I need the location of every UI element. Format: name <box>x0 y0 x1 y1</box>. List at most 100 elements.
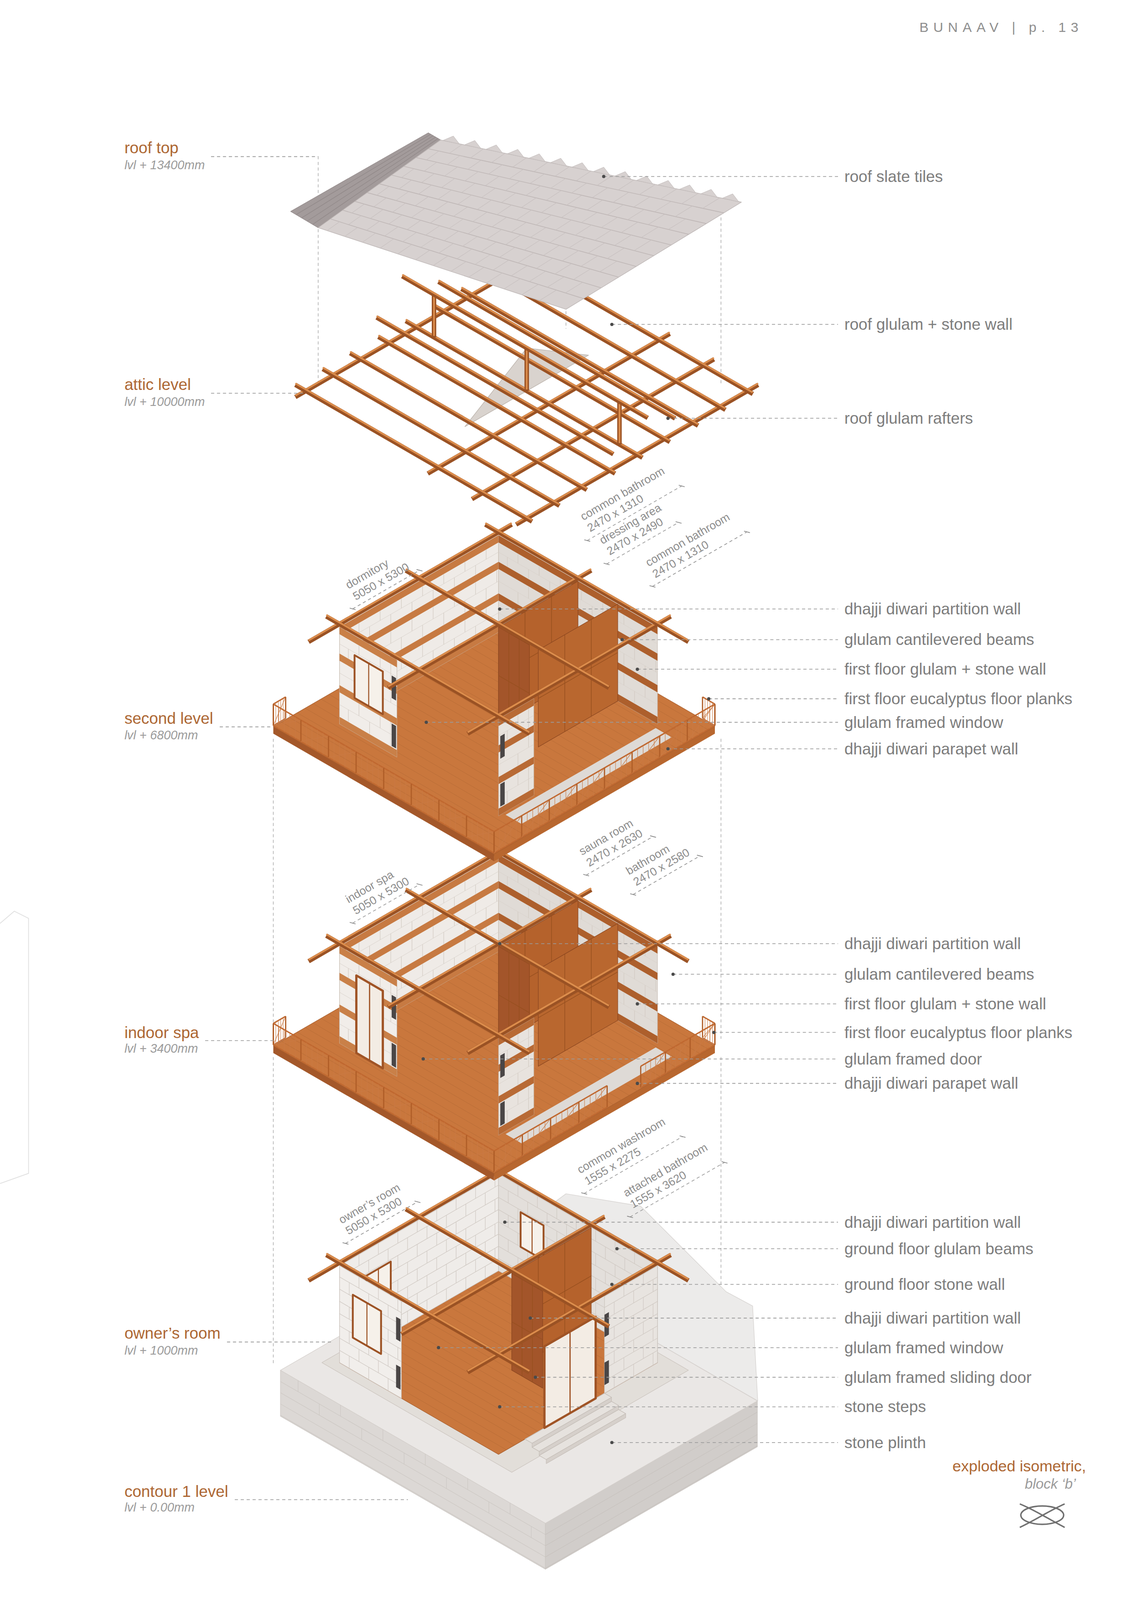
slate-joint <box>511 265 528 276</box>
railing-baluster <box>694 1034 696 1056</box>
railing-post <box>272 1023 275 1045</box>
door-stile <box>368 982 371 1061</box>
callout-label: dhajji diwari parapet wall <box>844 1073 1019 1092</box>
stone-joint <box>348 709 349 722</box>
railing-post <box>702 1015 704 1038</box>
stone-joint <box>390 721 392 735</box>
stone-joint <box>443 931 445 945</box>
slate-joint <box>521 197 537 208</box>
partition-rail <box>498 994 530 1013</box>
railing-baluster <box>626 755 627 777</box>
slate-joint <box>421 173 435 183</box>
railing-baluster <box>637 748 638 771</box>
railing-baluster <box>322 732 324 755</box>
callout-leader <box>713 1031 839 1033</box>
railing-baluster <box>567 1107 568 1130</box>
stone-joint <box>358 1348 360 1361</box>
railing-baluster <box>311 726 313 748</box>
partition-rail <box>538 971 618 1018</box>
railing-brace <box>300 1055 329 1061</box>
railing-baluster <box>294 1035 296 1058</box>
slate-joint <box>447 155 461 165</box>
steel-plate <box>391 675 397 701</box>
railing-post <box>689 1037 691 1059</box>
railing-baluster <box>444 802 445 824</box>
slate-joint <box>380 238 394 249</box>
railing-baluster <box>405 780 406 802</box>
railing-post <box>714 1023 716 1045</box>
callout-label: dhajji diwari partition wall <box>844 599 1021 618</box>
slate-joint <box>614 234 632 246</box>
slate-joint <box>654 201 671 213</box>
stone-joint <box>527 1201 528 1214</box>
stone-joint <box>436 1257 437 1270</box>
railing-baluster <box>488 1147 489 1169</box>
glulam-stone-wall <box>498 698 534 816</box>
callout-leader <box>499 1406 839 1408</box>
railing-baluster <box>372 761 373 783</box>
stone-joint <box>623 1308 625 1321</box>
stone-joint <box>517 911 518 924</box>
stone-joint <box>634 1010 635 1023</box>
callout-leader <box>423 1058 839 1060</box>
railing-baluster <box>709 700 711 723</box>
level-value: lvl + 0.00mm <box>124 1500 195 1515</box>
plinth-joint <box>361 1427 363 1440</box>
slate-tile <box>657 180 675 189</box>
slate-joint <box>438 190 452 200</box>
stone-joint <box>377 1242 379 1255</box>
slate-joint <box>607 204 624 215</box>
slate-tile <box>507 149 524 158</box>
stone-joint <box>643 1321 644 1334</box>
leader-dot <box>666 746 670 751</box>
callout-label: ground floor glulam beams <box>844 1239 1034 1258</box>
railing-brace <box>273 719 301 726</box>
slate-joint <box>472 212 487 222</box>
slate-joint <box>562 250 579 261</box>
dimension-tick <box>630 893 637 896</box>
leader-dot <box>610 1282 614 1286</box>
railing-post <box>300 719 302 742</box>
stone-joint <box>485 1216 486 1230</box>
level-leader <box>211 156 319 158</box>
stone-joint <box>358 622 360 633</box>
stone-joint <box>528 1037 529 1047</box>
slate-joint <box>420 237 435 248</box>
railing-baluster <box>680 1043 681 1065</box>
slate-joint <box>388 214 403 224</box>
leader-dot <box>421 1056 425 1061</box>
stone-joint <box>377 1287 379 1299</box>
railing-post <box>631 751 633 774</box>
dimension-tick <box>626 1215 633 1217</box>
slate-joint <box>554 263 572 275</box>
stone-joint <box>411 601 413 612</box>
stone-joint <box>591 605 593 616</box>
leader-dot <box>707 697 711 701</box>
slate-joint <box>467 224 483 234</box>
callout-label: glulam framed door <box>844 1049 983 1068</box>
stone-joint <box>507 1190 509 1203</box>
stone-joint <box>623 1356 625 1370</box>
railing-baluster <box>516 818 517 840</box>
stone-joint <box>358 645 360 655</box>
stone-joint <box>417 1220 418 1232</box>
stone-joint <box>368 1366 369 1380</box>
caption: exploded isometric, <box>952 1456 1087 1475</box>
dimension-tick <box>649 585 656 587</box>
slate-joint <box>441 178 455 188</box>
railing-baluster <box>361 755 363 777</box>
railing-baluster <box>544 1121 546 1143</box>
glulam-beam <box>326 935 530 1053</box>
stone-joint <box>556 1230 558 1243</box>
slate-joint <box>533 162 549 172</box>
callout-leader <box>708 698 839 699</box>
stone-joint <box>615 1264 616 1277</box>
slate-joint <box>344 227 358 237</box>
dimension-tick <box>583 874 590 876</box>
dimension-tick <box>581 1192 588 1194</box>
railing-baluster <box>675 1045 676 1068</box>
railing-baluster <box>510 1140 512 1163</box>
stone-joint <box>528 708 529 719</box>
railing-baluster <box>565 789 567 812</box>
